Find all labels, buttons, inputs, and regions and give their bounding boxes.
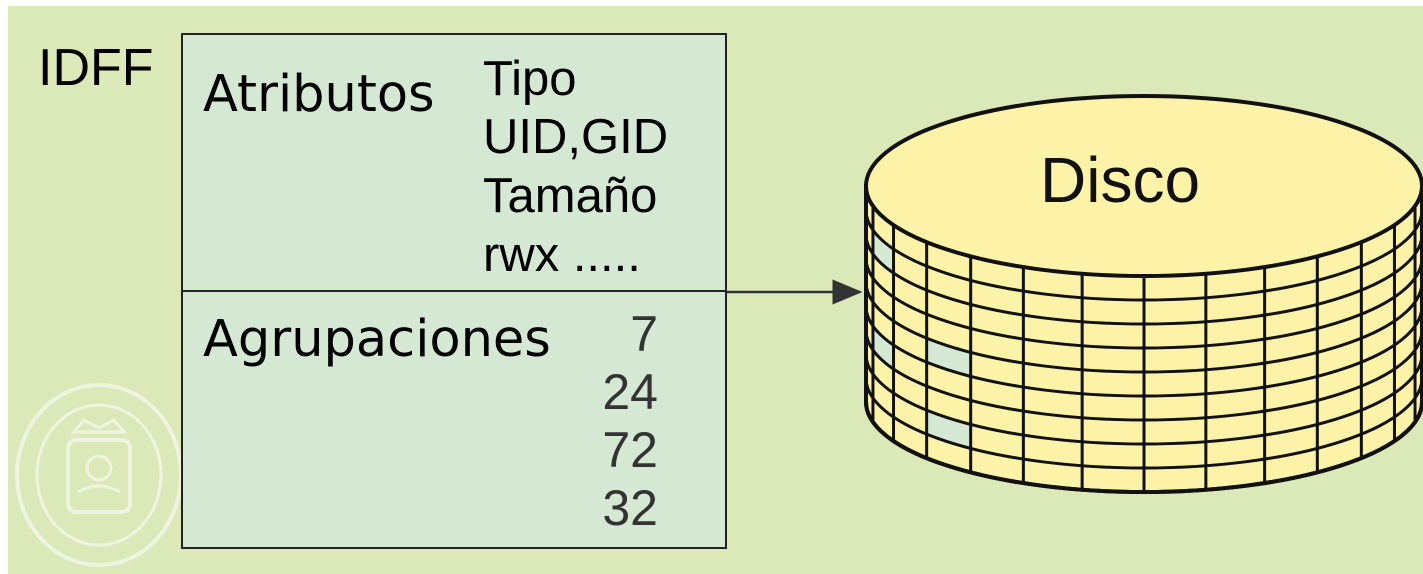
idff-divider [181, 290, 727, 292]
highlighted-block [926, 338, 971, 377]
agrupacion-value: 24 [602, 364, 658, 420]
disk-label: Disco [1040, 144, 1201, 216]
disk-top [864, 94, 1423, 278]
idff-label: IDFF [38, 39, 154, 97]
agrupaciones-label: Agrupaciones [203, 310, 551, 369]
disk-outline [864, 186, 1423, 494]
agrupacion-value: 32 [602, 480, 658, 536]
agrupacion-value: 7 [630, 306, 658, 362]
attribute-item: Tamaño [483, 169, 658, 223]
attribute-item: rwx ..... [483, 228, 641, 282]
atributos-label: Atributos [203, 65, 435, 124]
highlighted-block [926, 410, 971, 449]
agrupacion-value: 72 [602, 422, 658, 478]
highlighted-block [872, 230, 894, 274]
highlighted-block [872, 326, 894, 370]
disk-cylinder [864, 94, 1423, 494]
attribute-item: UID,GID [483, 110, 669, 164]
attribute-item: Tipo [483, 52, 577, 106]
